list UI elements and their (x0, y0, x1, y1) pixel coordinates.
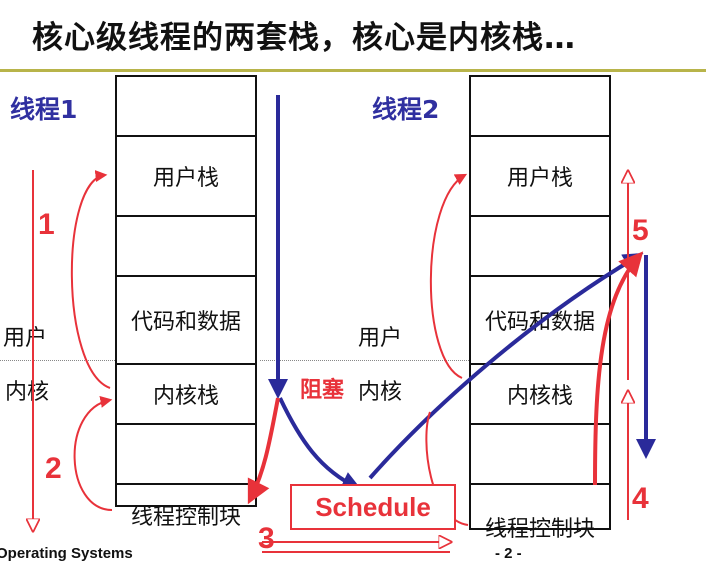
footer-left: Operating Systems (0, 545, 133, 562)
step-number-4: 4 (632, 482, 649, 515)
title-divider (0, 69, 706, 72)
thread-2-kernel-stack: 内核栈 (471, 365, 609, 425)
thread-2-user-kernel-divider (260, 360, 469, 361)
step-number-1: 1 (38, 208, 55, 241)
blocked-label: 阻塞 (300, 378, 345, 403)
schedule-box: Schedule (290, 484, 456, 530)
thread-2-label: 线程2 (372, 95, 440, 124)
thread-1-kernel-label: 内核 (5, 380, 50, 405)
blue-to-schedule (278, 397, 362, 491)
thread-1-user-stack: 用户栈 (117, 137, 255, 217)
thread-2-link-2 (425, 411, 469, 526)
thread-2-tcb: 线程控制块 (484, 516, 595, 542)
step-number-5: 5 (632, 214, 649, 247)
thread-1-cell-gap2 (117, 425, 255, 485)
thread-1-label: 线程1 (10, 95, 78, 124)
thread-2-user-label: 用户 (358, 326, 403, 351)
thread-1-user-kernel-divider (0, 360, 115, 361)
blue-schedule-to-thread2 (368, 252, 644, 480)
thread-1-code-data: 代码和数据 (117, 277, 255, 365)
thread-1-kernel-stack: 内核栈 (117, 365, 255, 425)
thread-1-user-label: 用户 (3, 326, 48, 351)
thread-1-tcb: 线程控制块 (130, 505, 241, 530)
thread-2-cell-gap (471, 217, 609, 277)
thread-2-link-1 (429, 173, 468, 379)
step-number-3: 3 (258, 522, 275, 555)
thread-1-cell-gap (117, 217, 255, 277)
thread-2-red-up (593, 251, 644, 486)
thread-2-kernel-label: 内核 (358, 380, 403, 405)
thread-1-cell-top (117, 77, 255, 137)
thread-2-cell-top (471, 77, 609, 137)
red-to-tcb1 (247, 397, 280, 505)
thread-1-stack: 用户栈 代码和数据 内核栈 线程控制块 (115, 75, 257, 530)
thread-2-user-stack: 用户栈 (471, 137, 609, 217)
slide-title: 核心级线程的两套栈，核心是内核栈… (32, 20, 576, 56)
thread-2-cell-gap2 (471, 425, 609, 485)
step-number-2: 2 (45, 452, 62, 485)
thread-2-stack: 用户栈 代码和数据 内核栈 线程控制块 (469, 75, 611, 542)
footer-page-number: - 2 - (495, 545, 522, 562)
thread-1-link-1 (70, 170, 111, 389)
step-3-arrow (262, 542, 450, 553)
thread-1-link-2 (73, 396, 113, 511)
